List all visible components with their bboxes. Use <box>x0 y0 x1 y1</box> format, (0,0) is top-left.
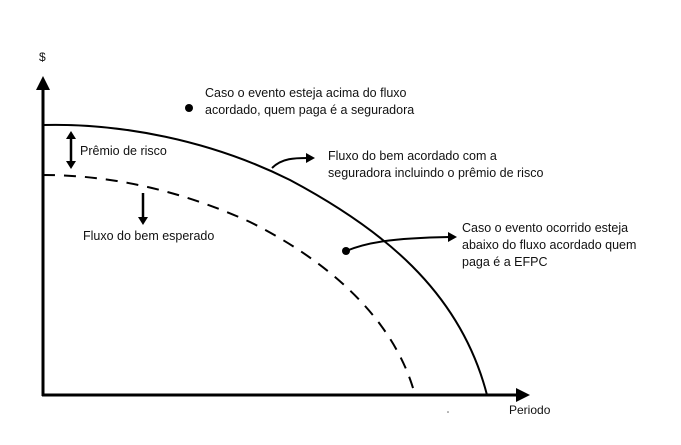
stray-mark <box>447 411 449 413</box>
below-flow-line3: paga é a EFPC <box>462 255 548 269</box>
agreed-flow-line1: Fluxo do bem acordado com a <box>328 149 497 163</box>
expected-flow-label: Fluxo do bem esperado <box>83 229 215 243</box>
above-flow-line2: acordado, quem paga é a seguradora <box>205 103 415 117</box>
y-axis-arrow-icon <box>36 76 50 90</box>
agreed-flow-pointer <box>271 157 309 169</box>
risk-premium-label: Prêmio de risco <box>80 144 167 158</box>
x-axis-label: Periodo <box>509 403 551 417</box>
bullet-dot-icon <box>185 104 193 112</box>
below-flow-pointer <box>345 236 451 252</box>
arrow-down-icon <box>66 161 76 169</box>
arrow-right-icon <box>306 153 315 163</box>
below-flow-line2: abaixo do fluxo acordado quem <box>462 238 637 252</box>
below-flow-line1: Caso o evento ocorrido esteja <box>462 221 629 235</box>
arrow-down-icon <box>138 217 148 225</box>
above-flow-line1: Caso o evento esteja acima do fluxo <box>205 86 407 100</box>
arrow-right-icon <box>448 232 457 242</box>
y-axis-label: $ <box>39 50 46 64</box>
arrow-up-icon <box>66 131 76 139</box>
agreed-flow-line2: seguradora incluindo o prêmio de risco <box>328 166 544 180</box>
x-axis-arrow-icon <box>516 388 530 402</box>
agreed-flow-curve <box>42 123 488 396</box>
expected-flow-curve <box>42 174 416 396</box>
